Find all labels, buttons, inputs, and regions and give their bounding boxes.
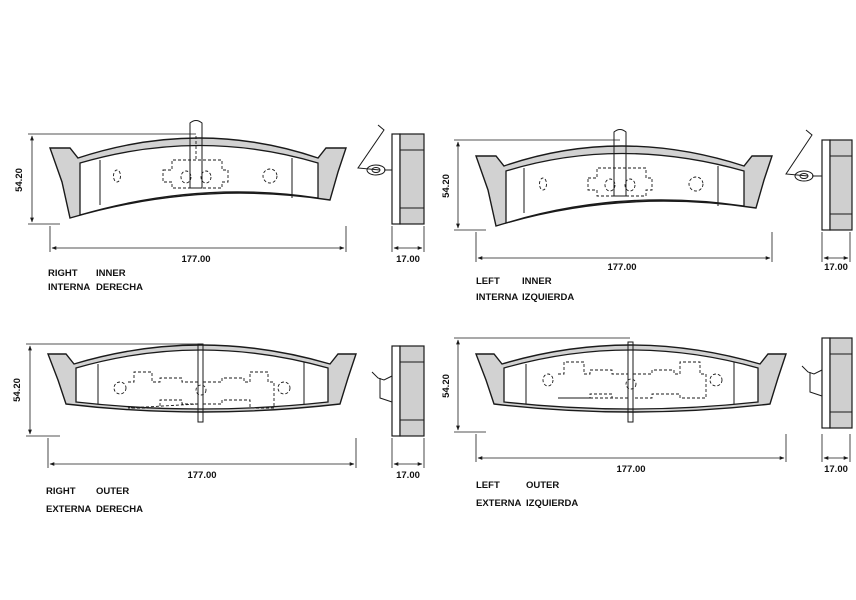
pad-side-view <box>357 124 425 225</box>
dimension-lines <box>26 343 425 468</box>
dimension-lines <box>454 337 851 462</box>
view-left-outer: 54.20 177.00 17.00 LEFT OUTER EXTERNA IZ… <box>441 337 853 509</box>
height-dimension: 54.20 <box>14 168 25 192</box>
label-side: LEFT <box>476 480 500 491</box>
view-right-outer: 54.20 177.00 17.00 RIGHT OUTER EXTERNA D… <box>12 343 425 515</box>
pad-front-view <box>475 129 773 227</box>
label-side-es: IZQUIERDA <box>526 498 578 509</box>
label-side: RIGHT <box>48 268 78 279</box>
label-position: INNER <box>96 268 126 279</box>
width-dimension: 177.00 <box>607 262 636 273</box>
pad-front-view <box>474 341 787 423</box>
label-side-es: DERECHA <box>96 504 143 515</box>
thickness-dimension: 17.00 <box>824 262 848 273</box>
pad-side-view <box>801 337 853 429</box>
pad-front-view <box>46 343 357 423</box>
label-position: OUTER <box>96 486 129 497</box>
height-dimension: 54.20 <box>441 174 452 198</box>
view-left-inner: 54.20 177.00 17.00 LEFT INNER INTERNA IZ… <box>441 129 853 303</box>
thickness-dimension: 17.00 <box>396 254 420 265</box>
pad-side-view <box>785 129 853 231</box>
label-position-es: INTERNA <box>476 292 518 303</box>
width-dimension: 177.00 <box>187 470 216 481</box>
height-dimension: 54.20 <box>441 374 452 398</box>
dimension-lines <box>454 139 851 262</box>
label-side: LEFT <box>476 276 500 287</box>
thickness-dimension: 17.00 <box>396 470 420 481</box>
label-side-es: IZQUIERDA <box>522 292 574 303</box>
pad-side-view <box>371 345 425 437</box>
thickness-dimension: 17.00 <box>824 464 848 475</box>
dimension-lines <box>28 133 425 252</box>
label-side-es: DERECHA <box>96 282 143 293</box>
view-right-inner: 54.20 177.00 17.00 RIGHT INNER INTERNA D… <box>14 120 425 293</box>
height-dimension: 54.20 <box>12 378 23 402</box>
pad-front-view <box>49 120 347 219</box>
label-position: INNER <box>522 276 552 287</box>
label-position-es: INTERNA <box>48 282 90 293</box>
label-position-es: EXTERNA <box>46 504 92 515</box>
width-dimension: 177.00 <box>616 464 645 475</box>
label-position-es: EXTERNA <box>476 498 522 509</box>
label-position: OUTER <box>526 480 559 491</box>
width-dimension: 177.00 <box>181 254 210 265</box>
label-side: RIGHT <box>46 486 76 497</box>
